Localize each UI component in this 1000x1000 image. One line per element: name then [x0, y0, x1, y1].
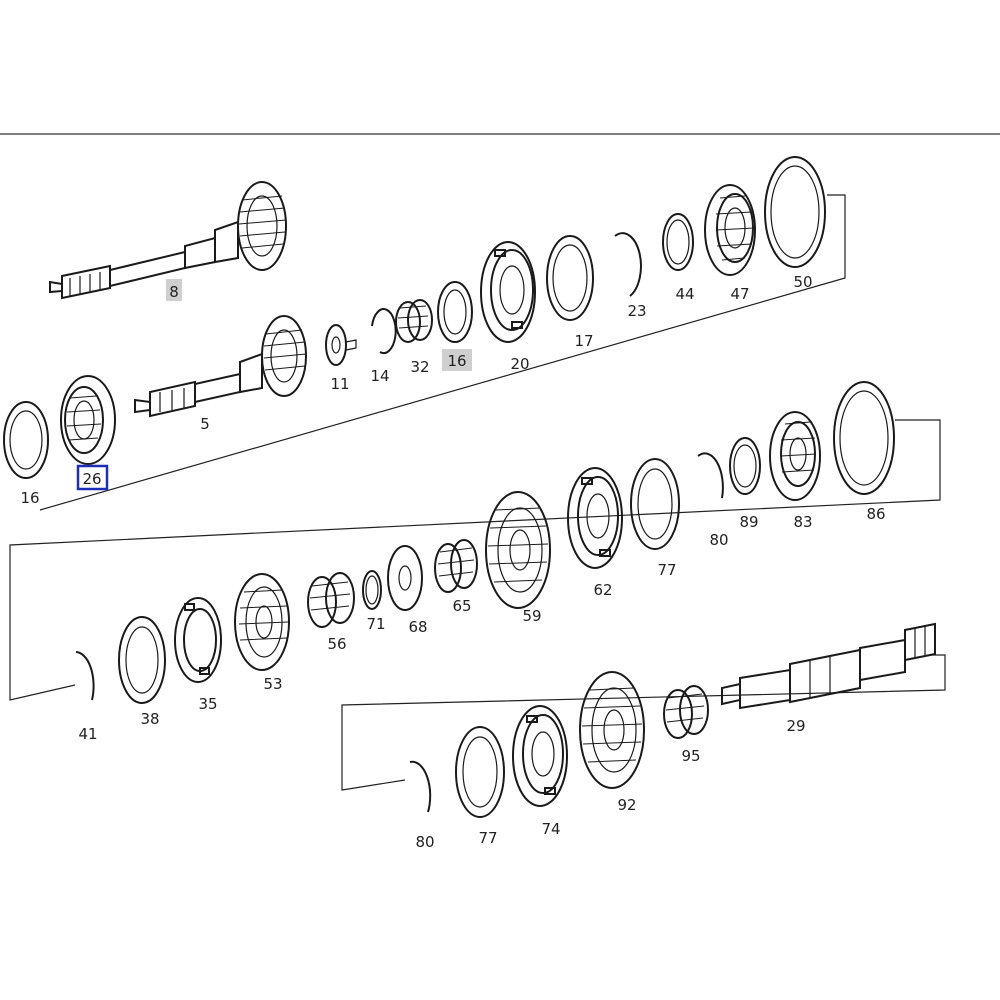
callout-80-lower[interactable]: 80 [415, 833, 434, 851]
callout-26-selected-outline [76, 464, 109, 491]
callout-92[interactable]: 92 [617, 796, 636, 814]
part-92-gear[interactable] [579, 671, 645, 789]
callout-29[interactable]: 29 [786, 717, 805, 735]
callout-50[interactable]: 50 [793, 273, 812, 291]
part-86-seal[interactable] [833, 381, 895, 495]
part-29-main-shaft[interactable] [721, 622, 936, 710]
part-56-needle-bearing[interactable] [307, 572, 355, 628]
callout-77-upper[interactable]: 77 [657, 561, 676, 579]
callout-8[interactable]: 8 [169, 283, 179, 301]
part-16-thrust-washer[interactable] [437, 281, 473, 343]
callout-56[interactable]: 56 [327, 635, 346, 653]
part-77-synchro-ring-lower[interactable] [455, 726, 505, 818]
callout-26[interactable]: 26 [82, 470, 101, 488]
part-41-circlip[interactable] [75, 651, 95, 701]
callout-65[interactable]: 65 [452, 597, 471, 615]
callout-44[interactable]: 44 [675, 285, 694, 303]
callout-23[interactable]: 23 [627, 302, 646, 320]
part-71-ring[interactable] [362, 570, 382, 610]
callout-35[interactable]: 35 [198, 695, 217, 713]
part-14-snap-ring[interactable] [371, 308, 397, 355]
part-62-synchronizer[interactable] [567, 467, 623, 569]
part-23-circlip[interactable] [614, 232, 642, 297]
callout-41[interactable]: 41 [78, 725, 97, 743]
callout-53[interactable]: 53 [263, 675, 282, 693]
callout-20[interactable]: 20 [510, 355, 529, 373]
callout-32[interactable]: 32 [410, 358, 429, 376]
callout-83[interactable]: 83 [793, 513, 812, 531]
group-frame-main-shaft-upper [9, 419, 941, 701]
part-47-ball-bearing[interactable] [704, 184, 756, 276]
callout-62[interactable]: 62 [593, 581, 612, 599]
part-16-washer[interactable] [3, 401, 49, 479]
part-17-synchro-ring[interactable] [546, 235, 594, 321]
part-35-synchronizer[interactable] [174, 597, 222, 683]
part-53-gear[interactable] [234, 573, 290, 671]
callout-71[interactable]: 71 [366, 615, 385, 633]
part-20-synchronizer[interactable] [480, 241, 536, 343]
part-68-washer[interactable] [387, 545, 423, 611]
callout-74[interactable]: 74 [541, 820, 560, 838]
callout-38[interactable]: 38 [140, 710, 159, 728]
group-frame-main-shaft-lower [341, 654, 946, 791]
group-frame-input-shaft [39, 194, 846, 511]
part-32-needle-bearing[interactable] [395, 299, 433, 343]
part-26-bearing[interactable] [60, 375, 116, 465]
callout-59[interactable]: 59 [522, 607, 541, 625]
callout-8-highlight [166, 279, 182, 301]
callout-86[interactable]: 86 [866, 505, 885, 523]
part-77-synchro-ring-upper[interactable] [630, 458, 680, 550]
callout-68[interactable]: 68 [408, 618, 427, 636]
part-89-ring[interactable] [729, 437, 761, 495]
callout-47[interactable]: 47 [730, 285, 749, 303]
part-83-bearing[interactable] [769, 411, 821, 501]
callout-77-lower[interactable]: 77 [478, 829, 497, 847]
callout-16-highlight [442, 349, 472, 371]
callout-17[interactable]: 17 [574, 332, 593, 350]
part-65-needle-bearing[interactable] [434, 539, 478, 593]
part-44-ring[interactable] [662, 213, 694, 271]
callouts: 8 11 14 32 16 20 17 23 44 47 50 5 26 16 … [20, 273, 885, 851]
callout-14[interactable]: 14 [370, 367, 389, 385]
part-59-gear[interactable] [485, 491, 551, 609]
callout-80-upper[interactable]: 80 [709, 531, 728, 549]
part-50-seal[interactable] [764, 156, 826, 268]
part-80-circlip-lower[interactable] [409, 760, 432, 813]
part-8-input-shaft[interactable] [49, 181, 287, 300]
callout-11[interactable]: 11 [330, 375, 349, 393]
part-74-synchronizer[interactable] [512, 705, 568, 807]
part-80-circlip-upper[interactable] [697, 452, 724, 499]
callout-16-lower[interactable]: 16 [20, 489, 39, 507]
part-95-needle-bearing[interactable] [663, 685, 709, 739]
part-38-synchro-ring[interactable] [118, 616, 166, 704]
callout-95[interactable]: 95 [681, 747, 700, 765]
callout-89[interactable]: 89 [739, 513, 758, 531]
part-11-hub[interactable] [325, 324, 357, 366]
callout-16[interactable]: 16 [447, 352, 466, 370]
callout-5[interactable]: 5 [200, 415, 210, 433]
part-5-shaft[interactable] [134, 315, 307, 418]
